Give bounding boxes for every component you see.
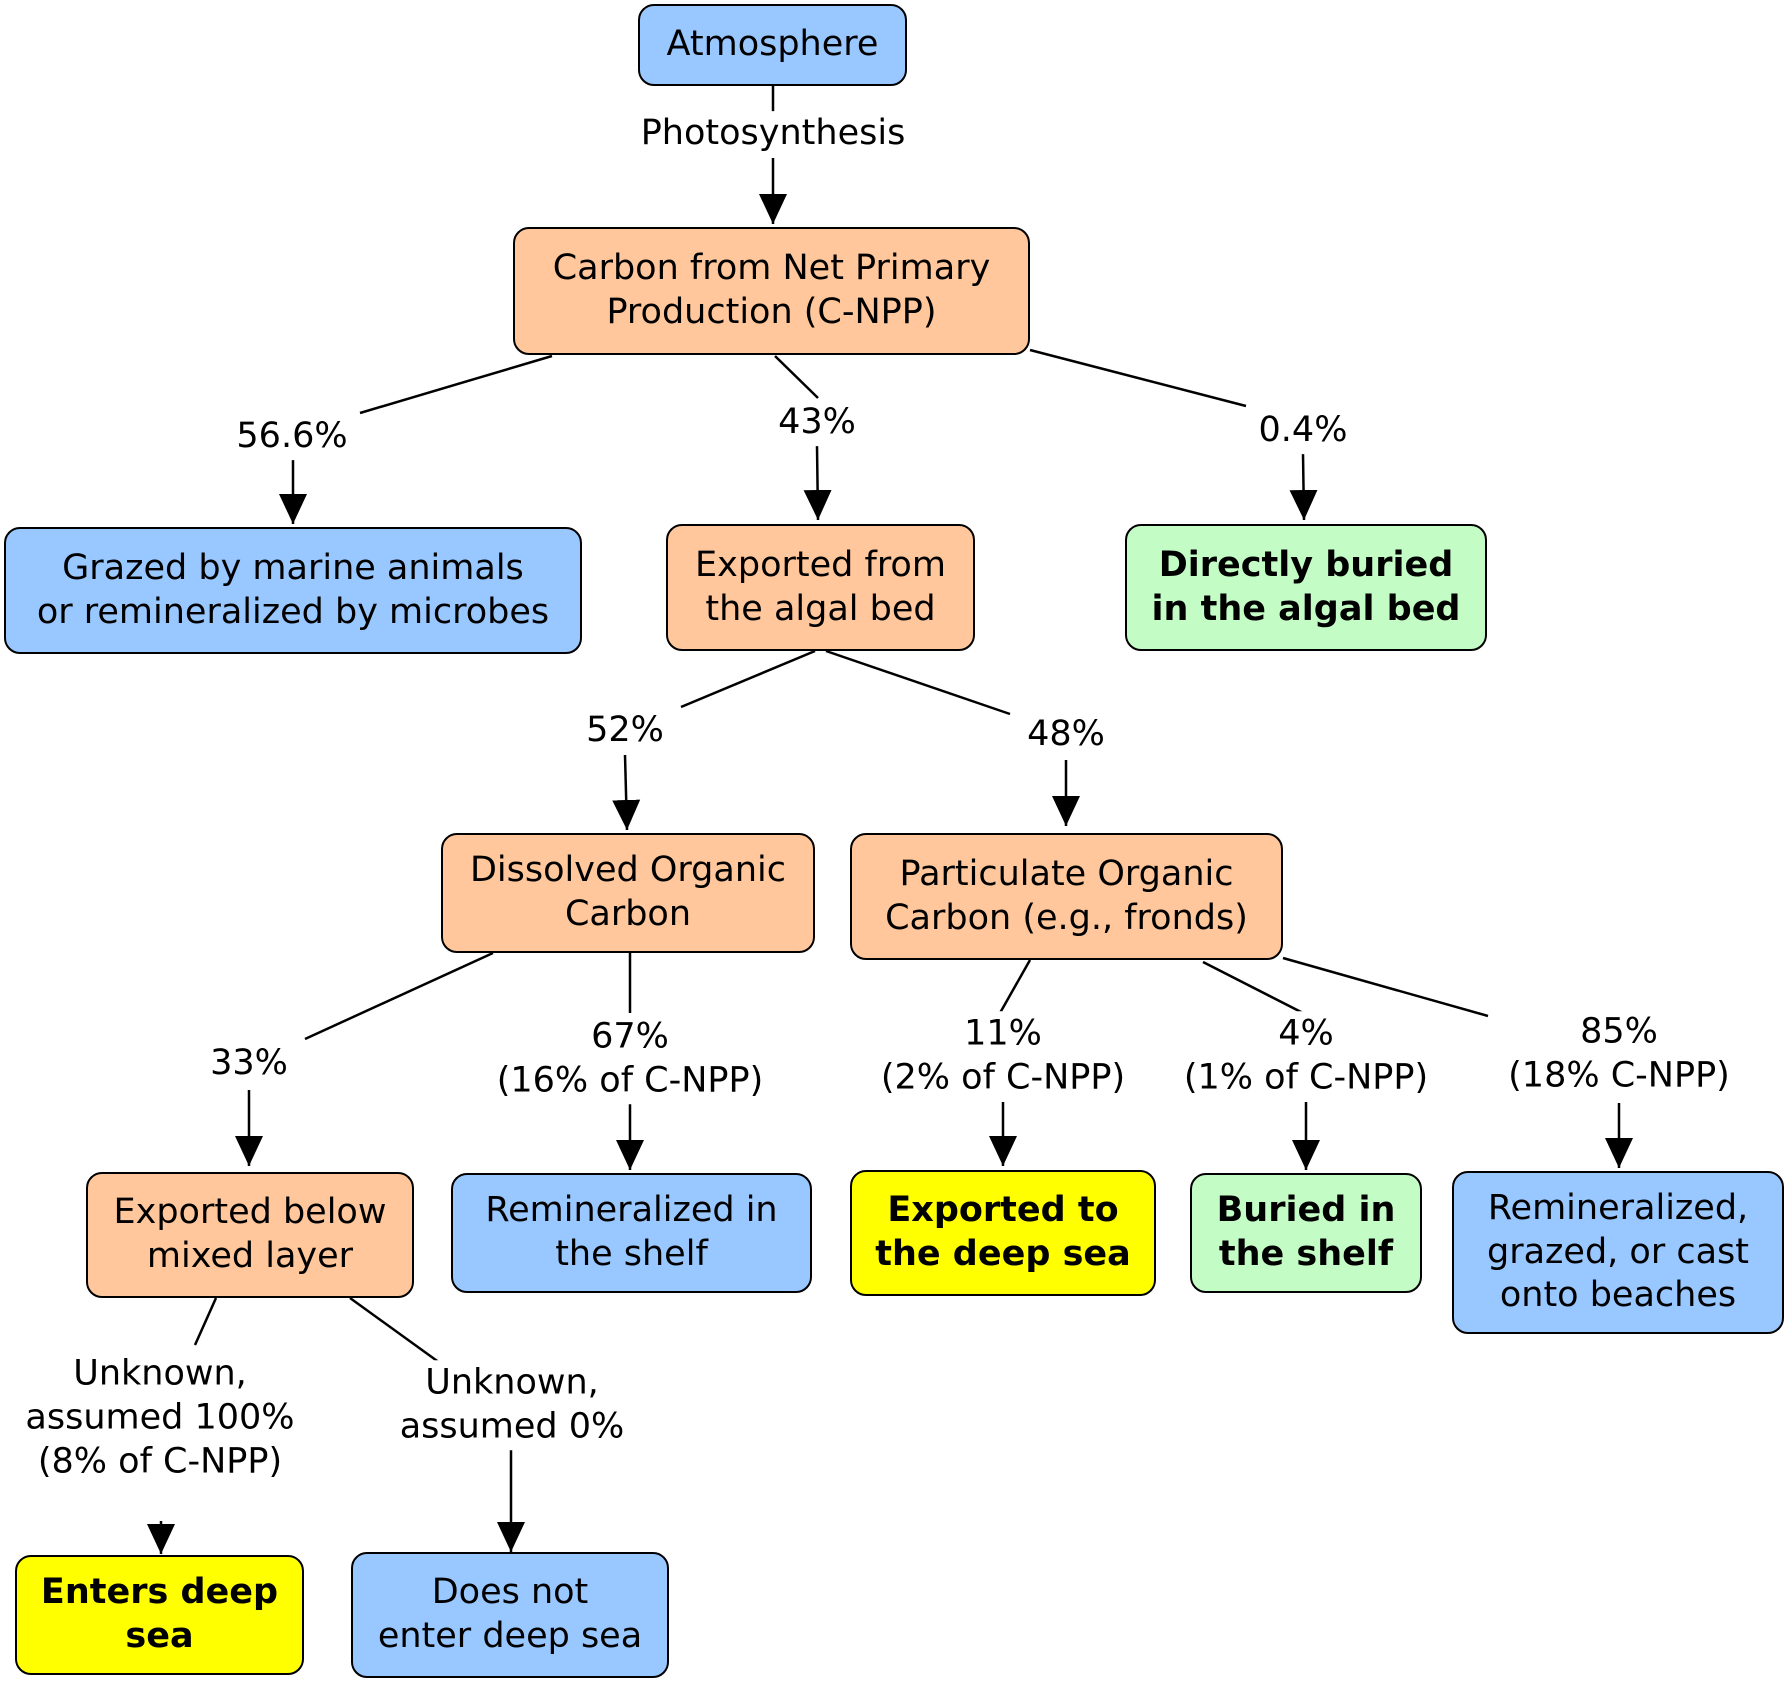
- node-poc: Particulate Organic Carbon (e.g., fronds…: [850, 833, 1283, 960]
- label-43-percent: 43%: [772, 400, 862, 446]
- label-67-percent: 67% (16% of C-NPP): [490, 1014, 770, 1104]
- label-unknown-100: Unknown, assumed 100% (8% of C-NPP): [19, 1351, 301, 1485]
- label-4-percent: 4% (1% of C-NPP): [1177, 1011, 1435, 1101]
- node-enters-deep: Enters deep sea: [15, 1555, 304, 1675]
- label-photosynthesis: Photosynthesis: [634, 111, 912, 157]
- edge-exported-doc-arrow: [612, 754, 641, 831]
- node-exported-deep: Exported to the deep sea: [850, 1170, 1156, 1296]
- node-remin-grazed: Remineralized, grazed, or cast onto beac…: [1452, 1171, 1784, 1334]
- edge-cnpp-buried-arrow: [1289, 453, 1318, 521]
- edge-exported-poc-line: [825, 649, 1011, 716]
- edge-cnpp-exported-arrow: [803, 445, 832, 521]
- edge-cnpp-buried-line: [1029, 348, 1247, 408]
- node-cnpp: Carbon from Net Primary Production (C-NP…: [513, 227, 1030, 355]
- label-0-4-percent: 0.4%: [1252, 408, 1354, 454]
- label-85-percent: 85% (18% C-NPP): [1502, 1009, 1736, 1099]
- edge-below-enters-line: [193, 1297, 218, 1346]
- edge-below-notdeep-line: [349, 1296, 441, 1365]
- edge-cnpp-grazed-line: [359, 354, 553, 415]
- label-48-percent: 48%: [1021, 712, 1111, 758]
- node-exported-below: Exported below mixed layer: [86, 1172, 414, 1298]
- node-exported-algal: Exported from the algal bed: [666, 524, 975, 651]
- label-unknown-0: Unknown, assumed 0%: [393, 1360, 631, 1450]
- edge-cnpp-exported-line: [774, 355, 819, 399]
- label-11-percent: 11% (2% of C-NPP): [874, 1011, 1132, 1101]
- edge-exported-doc-line: [680, 649, 816, 709]
- edge-poc-deep-line: [998, 959, 1032, 1014]
- edge-poc-buried-line: [1202, 960, 1304, 1015]
- node-atmosphere: Atmosphere: [638, 4, 907, 86]
- node-grazed: Grazed by marine animals or remineralize…: [4, 527, 582, 654]
- label-33-percent: 33%: [204, 1041, 294, 1087]
- node-not-deep: Does not enter deep sea: [351, 1552, 669, 1678]
- node-buried-shelf: Buried in the shelf: [1190, 1173, 1422, 1293]
- edge-poc-remin-line: [1282, 956, 1489, 1018]
- label-52-percent: 52%: [580, 708, 670, 754]
- label-56-6-percent: 56.6%: [230, 414, 354, 460]
- node-remin-shelf: Remineralized in the shelf: [451, 1173, 812, 1293]
- edge-doc-below-line: [304, 951, 494, 1041]
- node-doc: Dissolved Organic Carbon: [441, 833, 815, 953]
- node-buried-algal: Directly buried in the algal bed: [1125, 524, 1487, 651]
